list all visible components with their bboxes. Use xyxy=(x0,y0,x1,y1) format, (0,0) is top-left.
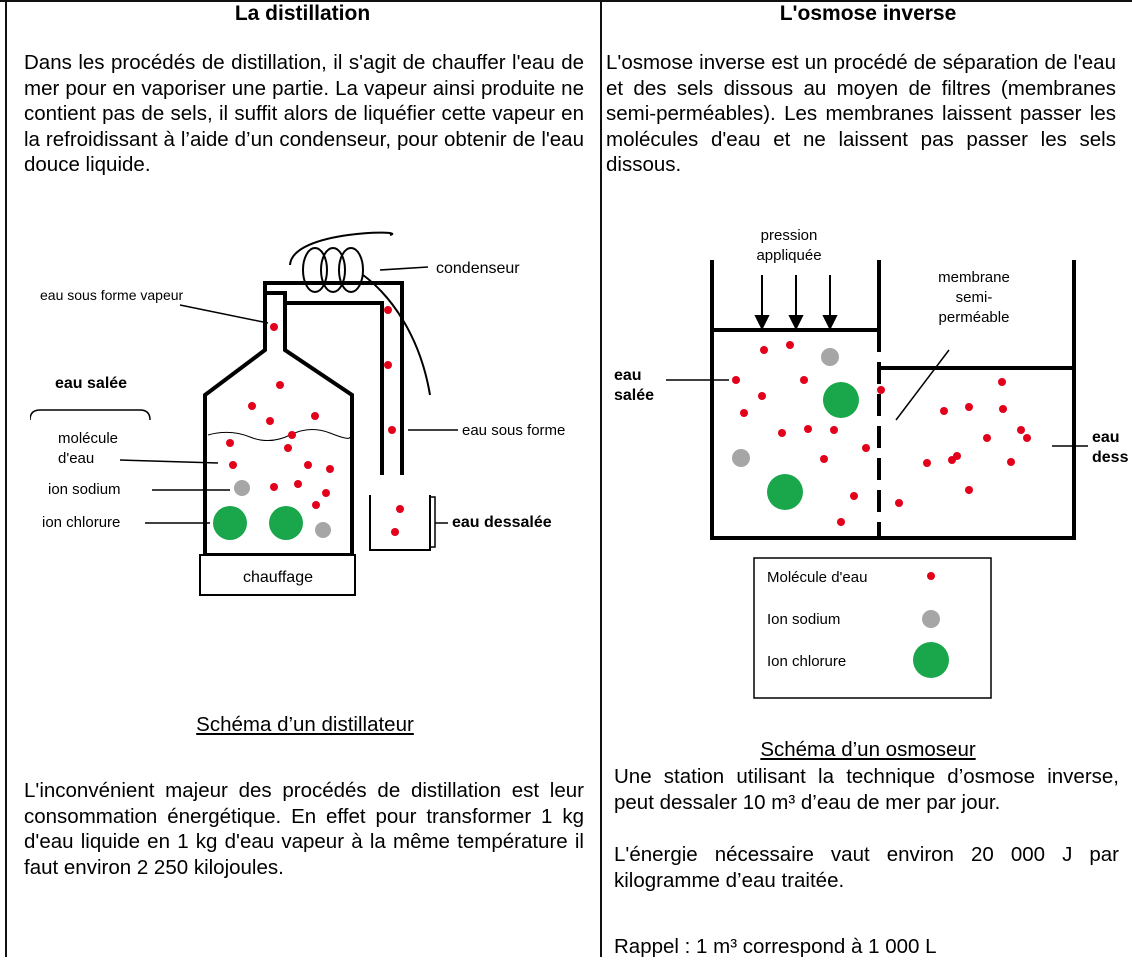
label-eau-salee-1: eau xyxy=(614,367,642,384)
label-eau-salee: eau salée xyxy=(55,375,127,392)
osmosis-intro: L'osmose inverse est un procédé de sépar… xyxy=(606,51,1116,176)
label-eau-dess-1: eau xyxy=(1092,429,1120,446)
legend-sodium: Ion sodium xyxy=(767,611,840,628)
label-eau-salee-2: salée xyxy=(614,387,654,404)
label-membrane-3: perméable xyxy=(939,309,1010,326)
label-molecule-2: d'eau xyxy=(58,450,94,467)
label-membrane-1: membrane xyxy=(938,269,1010,286)
osmosis-title: L'osmose inverse xyxy=(779,2,957,25)
table-top-border xyxy=(0,0,1132,2)
osmosis-paragraph-1: Une station utilisant la technique d’osm… xyxy=(614,765,1119,814)
label-eau-dess-2: dess xyxy=(1092,449,1129,466)
table-column-divider xyxy=(600,0,602,957)
legend-chlorure: Ion chlorure xyxy=(767,653,846,670)
osmosis-legend-box xyxy=(753,557,992,699)
table-left-border xyxy=(5,0,7,957)
osmosis-paragraph-2: L'énergie nécessaire vaut environ 20 000… xyxy=(614,843,1119,892)
osmosis-caption: Schéma d’un osmoseur xyxy=(760,738,976,761)
label-pression-2: appliquée xyxy=(756,247,821,264)
label-sodium: ion sodium xyxy=(48,481,121,498)
osmosis-diagram: pression appliquée membrane semi- perméa… xyxy=(614,227,1129,699)
distillation-title: La distillation xyxy=(234,2,371,25)
label-sous-forme: eau sous forme xyxy=(462,422,565,439)
label-chauffage: chauffage xyxy=(243,569,313,586)
distillation-conclusion: L'inconvénient majeur des procédés de di… xyxy=(24,779,584,879)
label-dessalee: eau dessalée xyxy=(452,514,552,531)
distillation-diagram: chauffage condenseur eau sous forme vape… xyxy=(30,231,565,596)
label-membrane-2: semi- xyxy=(956,289,993,306)
label-pression-1: pression xyxy=(761,227,818,244)
legend-molecule: Molécule d'eau xyxy=(767,569,867,586)
label-vapeur: eau sous forme vapeur xyxy=(40,287,184,303)
label-condenseur: condenseur xyxy=(436,260,520,277)
label-molecule-1: molécule xyxy=(58,430,118,447)
label-chlorure: ion chlorure xyxy=(42,514,120,531)
osmosis-paragraph-3: Rappel : 1 m³ correspond à 1 000 L xyxy=(614,935,937,958)
distillation-intro: Dans les procédés de distillation, il s'… xyxy=(24,51,584,176)
distillation-caption: Schéma d’un distillateur xyxy=(196,713,414,736)
